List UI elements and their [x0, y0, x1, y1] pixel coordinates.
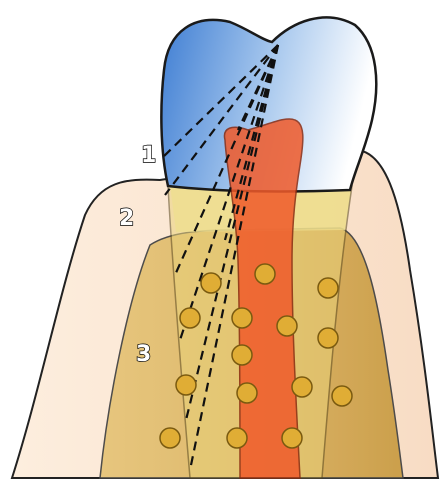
bone-cavity	[176, 375, 196, 395]
label-1: 1	[141, 143, 156, 168]
bone-cavity	[201, 273, 221, 293]
bone-cavity	[277, 316, 297, 336]
bone-cavity	[318, 278, 338, 298]
label-3: 3	[136, 342, 151, 367]
bone-cavity	[180, 308, 200, 328]
bone-cavity	[332, 386, 352, 406]
bone-cavity	[292, 377, 312, 397]
bone-cavity	[255, 264, 275, 284]
bone-cavity	[237, 383, 257, 403]
bone-cavity	[160, 428, 180, 448]
bone-cavity	[318, 328, 338, 348]
bone-cavity	[232, 345, 252, 365]
label-2: 2	[119, 206, 134, 231]
bone-cavity	[282, 428, 302, 448]
bone-cavity	[232, 308, 252, 328]
bone-cavity	[227, 428, 247, 448]
